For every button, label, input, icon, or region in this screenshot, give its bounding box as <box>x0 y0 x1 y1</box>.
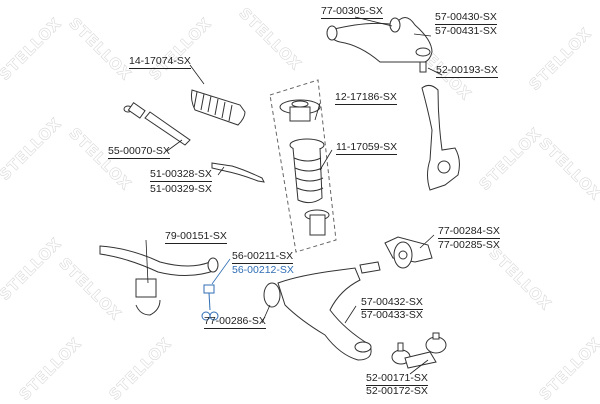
part-label[interactable]: 52-00171-SX <box>366 372 428 386</box>
bump-stop-icon <box>304 209 330 236</box>
part-label[interactable]: 12-17186-SX <box>335 91 397 105</box>
part-label[interactable]: 57-00431-SX <box>435 25 497 37</box>
idler-arm-icon <box>211 162 265 183</box>
part-label[interactable]: 77-00286-SX <box>204 315 266 329</box>
lower-control-arm-icon <box>263 261 381 361</box>
lower-arm-rear-bushing-icon <box>384 236 433 269</box>
lower-ball-joint-icon <box>391 332 447 369</box>
part-label[interactable]: 55-00070-SX <box>108 145 170 159</box>
part-label[interactable]: 77-00305-SX <box>321 5 383 19</box>
part-label[interactable]: 11-17059-SX <box>336 141 398 155</box>
part-label[interactable]: 77-00285-SX <box>438 239 500 251</box>
part-label[interactable]: 51-00329-SX <box>150 183 212 195</box>
part-label[interactable]: 57-00430-SX <box>435 11 497 25</box>
upper-control-arm-icon <box>326 17 433 73</box>
part-label-highlighted[interactable]: 56-00212-SX <box>232 264 294 276</box>
part-label[interactable]: 57-00433-SX <box>361 309 423 321</box>
steering-boot-icon <box>190 89 246 126</box>
part-label[interactable]: 52-00172-SX <box>366 385 428 397</box>
part-label[interactable]: 56-00211-SX <box>232 250 294 264</box>
strut-mount-icon <box>279 99 321 122</box>
part-label[interactable]: 51-00328-SX <box>150 168 212 182</box>
part-label[interactable]: 52-00193-SX <box>436 64 498 78</box>
tie-rod-icon <box>123 102 191 146</box>
part-label[interactable]: 77-00284-SX <box>438 225 500 239</box>
part-label[interactable]: 14-17074-SX <box>129 55 191 69</box>
strut-boot-icon <box>289 138 325 204</box>
part-label[interactable]: 57-00432-SX <box>361 296 423 310</box>
steering-knuckle-icon <box>421 84 460 191</box>
part-label[interactable]: 79-00151-SX <box>165 230 227 244</box>
stabilizer-link-icon <box>201 284 219 321</box>
stabilizer-bar-icon <box>99 245 219 316</box>
